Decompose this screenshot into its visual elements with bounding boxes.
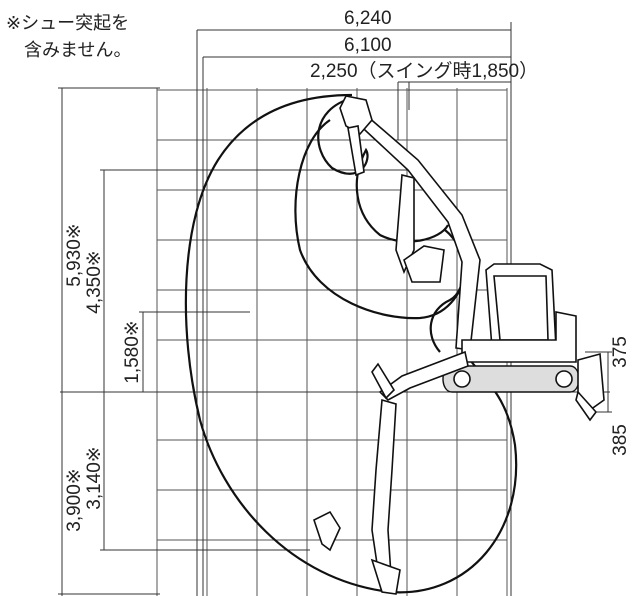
boom-upper (339, 95, 481, 351)
max-reach-envelope (184, 93, 518, 594)
left-dimension-lines (58, 87, 420, 596)
dim-3140: 3,140※ (84, 446, 105, 509)
dim-4350: 4,350※ (84, 250, 105, 313)
grid (156, 88, 508, 596)
idler-wheel (453, 370, 471, 388)
boom-lower (313, 350, 469, 595)
dim-1580: 1,580※ (122, 320, 143, 383)
dim-385: 385 (610, 424, 631, 456)
sprocket-wheel (555, 370, 573, 388)
digging-envelope (294, 119, 468, 320)
note-line-1: ※シュー突起を (6, 13, 129, 34)
dim-6240: 6,240 (344, 8, 392, 29)
note-line-2: 含みません。 (24, 40, 131, 61)
dim-375: 375 (610, 336, 631, 368)
dim-5930: 5,930※ (64, 223, 85, 286)
dim-3900: 3,900※ (64, 468, 85, 531)
dim-2250: 2,250（スイング時1,850） (310, 60, 538, 82)
dozer-blade (577, 352, 605, 412)
dim-6100: 6,100 (344, 35, 392, 56)
